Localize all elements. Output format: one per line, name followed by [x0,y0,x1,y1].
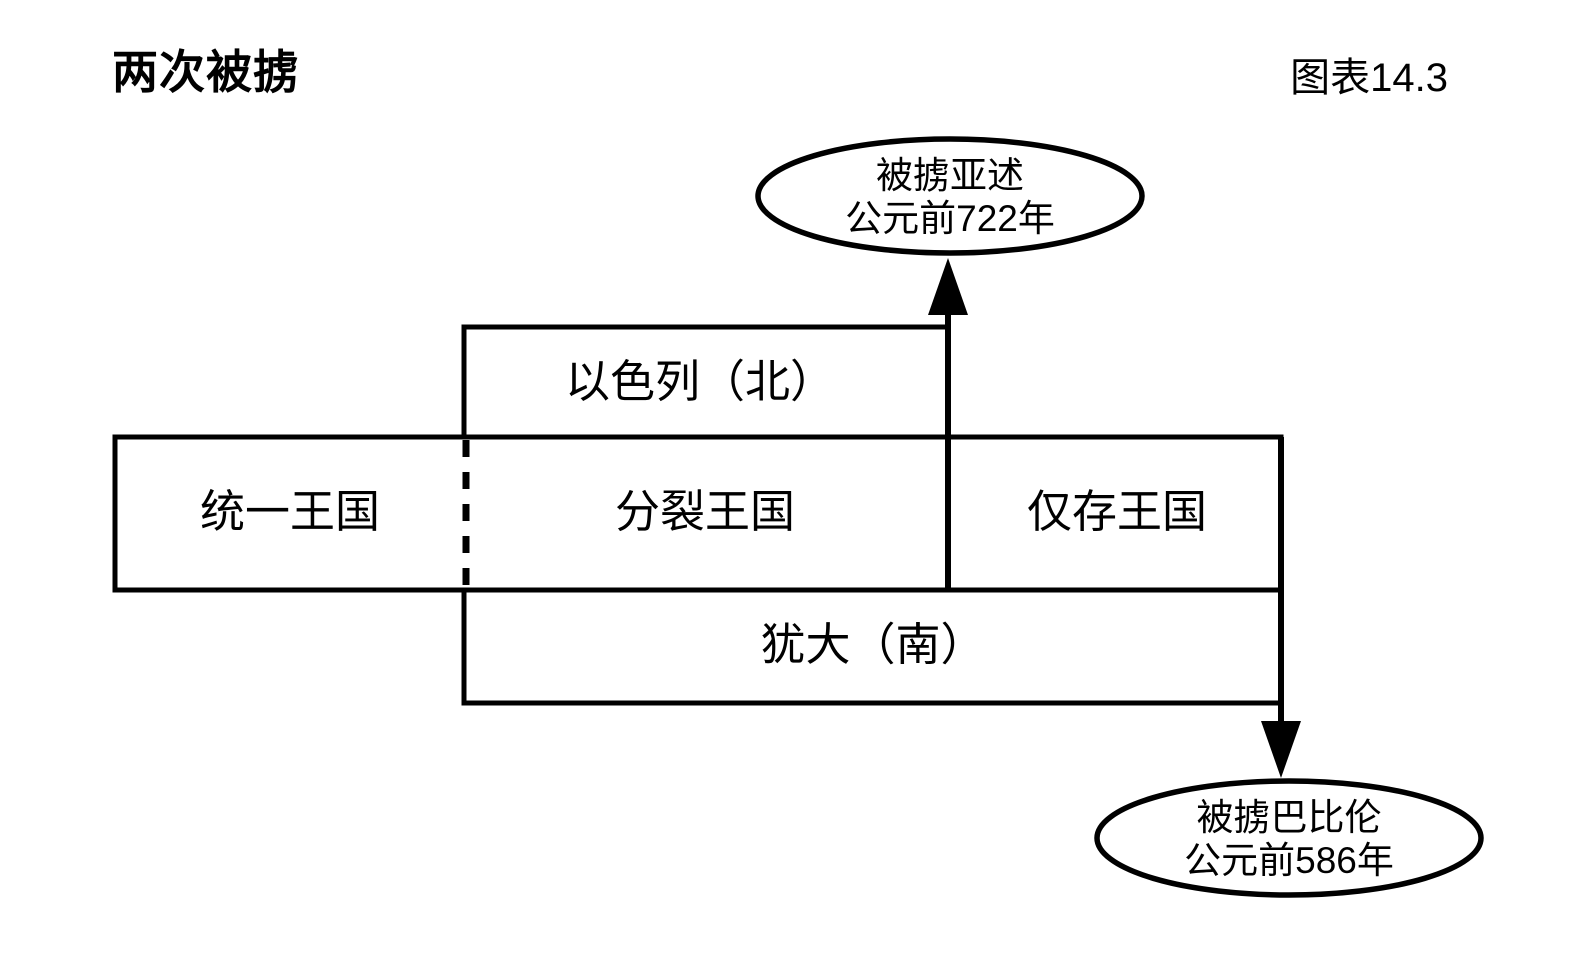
label-israel-north: 以色列（北） [565,356,835,407]
label-surviving-kingdom: 仅存王国 [1027,486,1207,537]
callout-babylonian-captivity[interactable] [1094,778,1484,898]
callout-assyrian-line2: 公元前722年 [845,198,1055,239]
label-divided-kingdom: 分裂王国 [615,486,795,537]
label-united-kingdom: 统一王国 [200,486,380,537]
label-judah-south: 犹大（南） [760,619,985,670]
arrow-down-icon [1261,721,1301,778]
callout-babylonian-line2: 公元前586年 [1184,840,1394,881]
callout-assyrian-captivity[interactable] [755,136,1145,256]
callout-babylonian-line1: 被掳巴比伦 [1197,797,1382,838]
callout-assyrian-line1: 被掳亚述 [876,155,1024,196]
figure-number-label: 图表14.3 [1290,56,1448,100]
page-title: 两次被掳 [112,46,300,98]
arrow-up-icon [928,258,968,315]
